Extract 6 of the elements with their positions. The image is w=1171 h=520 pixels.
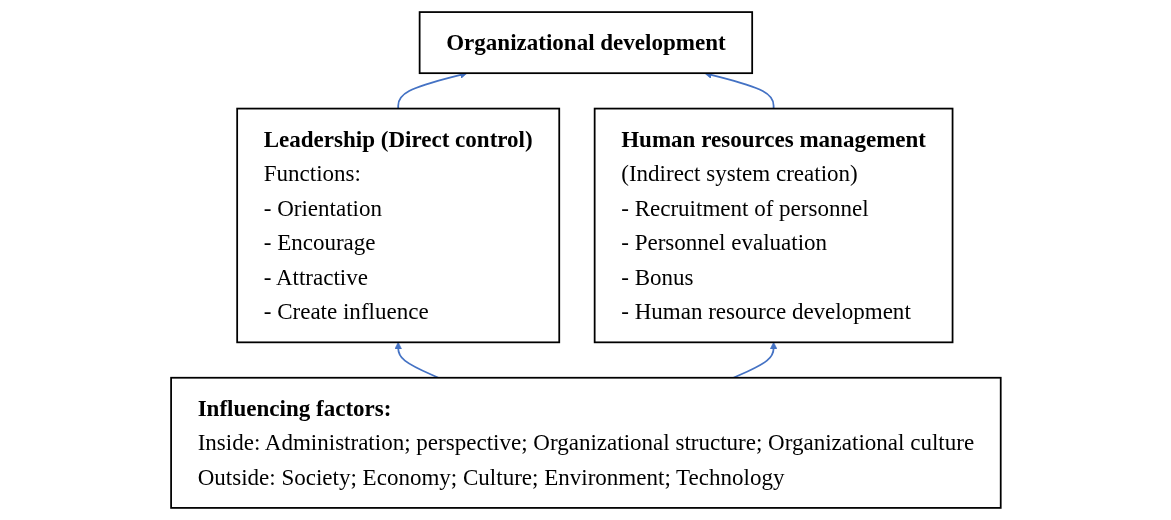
node-box: Human resources management (Indirect system creation) - Recruitment of personnel - Personnel evaluation - Bonus - Human resource development xyxy=(593,107,954,344)
node-box: Influencing factors: Inside: Administration; perspective; Organizational structure; Organizational culture Outside: Society; Economy; Culture; Environment; Technology xyxy=(169,376,1002,509)
node-box: Organizational development xyxy=(418,11,753,75)
node-box: Leadership (Direct control) Functions: - Orientation - Encourage - Attractive - Create influence xyxy=(235,107,560,344)
arrow xyxy=(732,342,778,379)
arrow xyxy=(393,342,439,379)
